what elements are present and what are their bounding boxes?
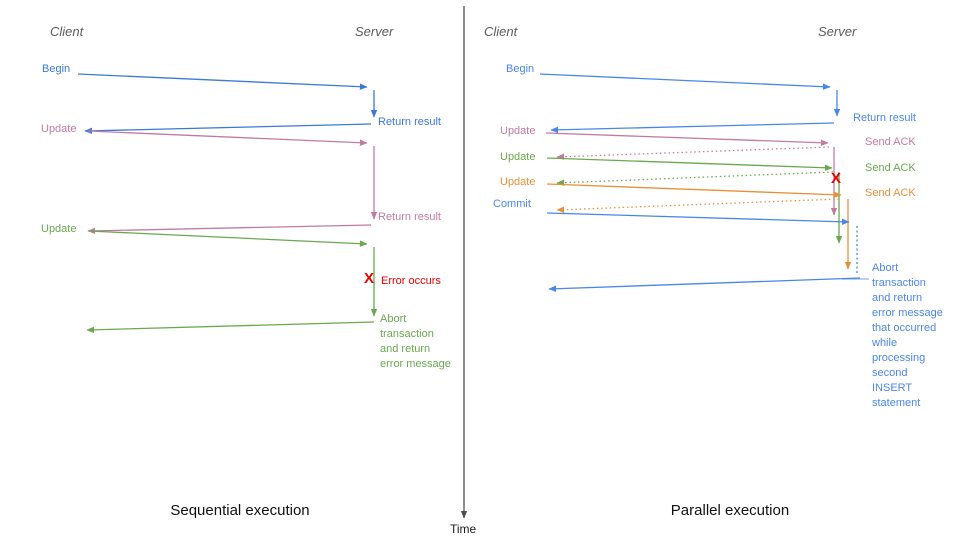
par-client-header: Client bbox=[484, 24, 518, 39]
par-update1-request-arrow bbox=[545, 132, 829, 146]
par-update3-label: Update bbox=[500, 176, 536, 188]
seq-begin-response-arrow bbox=[84, 123, 372, 135]
seq-update1-request-arrow bbox=[87, 130, 368, 146]
par-update2-label: Update bbox=[500, 151, 536, 163]
par-update3-ack-arrow bbox=[556, 198, 840, 213]
seq-server-header: Server bbox=[355, 24, 394, 39]
seq-update2-request-arrow bbox=[88, 230, 368, 247]
par-commit-label: Commit bbox=[493, 198, 531, 210]
par-update1-label: Update bbox=[500, 125, 536, 137]
par-caption: Parallel execution bbox=[670, 502, 790, 519]
seq-return-result1-label: Return result bbox=[378, 116, 441, 128]
par-error-x-icon: X bbox=[831, 170, 842, 187]
seq-caption: Sequential execution bbox=[170, 502, 310, 519]
par-begin-response-arrow bbox=[550, 122, 835, 134]
time-axis-label: Time bbox=[450, 522, 477, 536]
par-send-ack3-label: Send ACK bbox=[865, 187, 916, 199]
par-update2-request-arrow bbox=[546, 157, 833, 171]
seq-update1-label: Update bbox=[41, 123, 77, 135]
seq-return-result2-label: Return result bbox=[378, 211, 441, 223]
par-update2-ack-arrow bbox=[556, 171, 834, 186]
par-begin-request-arrow bbox=[539, 73, 831, 90]
par-update3-request-arrow bbox=[546, 183, 842, 198]
par-commit-request-arrow bbox=[546, 212, 850, 226]
seq-begin-request-arrow bbox=[77, 73, 368, 90]
par-send-ack1-label: Send ACK bbox=[865, 136, 916, 148]
par-update1-ack-arrow bbox=[556, 146, 830, 160]
par-server-header: Server bbox=[818, 24, 857, 39]
seq-update1-response-arrow bbox=[87, 224, 372, 235]
par-return-result-label: Return result bbox=[853, 112, 916, 124]
seq-begin-label: Begin bbox=[42, 63, 71, 75]
par-abort-label: Abort transaction and return error messa… bbox=[872, 262, 943, 409]
par-begin-label: Begin bbox=[506, 63, 535, 75]
seq-abort-label: Abort transaction and return error messa… bbox=[380, 313, 451, 370]
seq-error-x-icon: X bbox=[364, 270, 375, 287]
seq-client-header: Client bbox=[50, 24, 84, 39]
seq-abort-response-arrow bbox=[86, 321, 375, 334]
par-send-ack2-label: Send ACK bbox=[865, 162, 916, 174]
seq-error-occurs-label: Error occurs bbox=[381, 275, 441, 287]
par-abort-response-arrow bbox=[548, 277, 861, 292]
seq-update2-label: Update bbox=[41, 223, 77, 235]
